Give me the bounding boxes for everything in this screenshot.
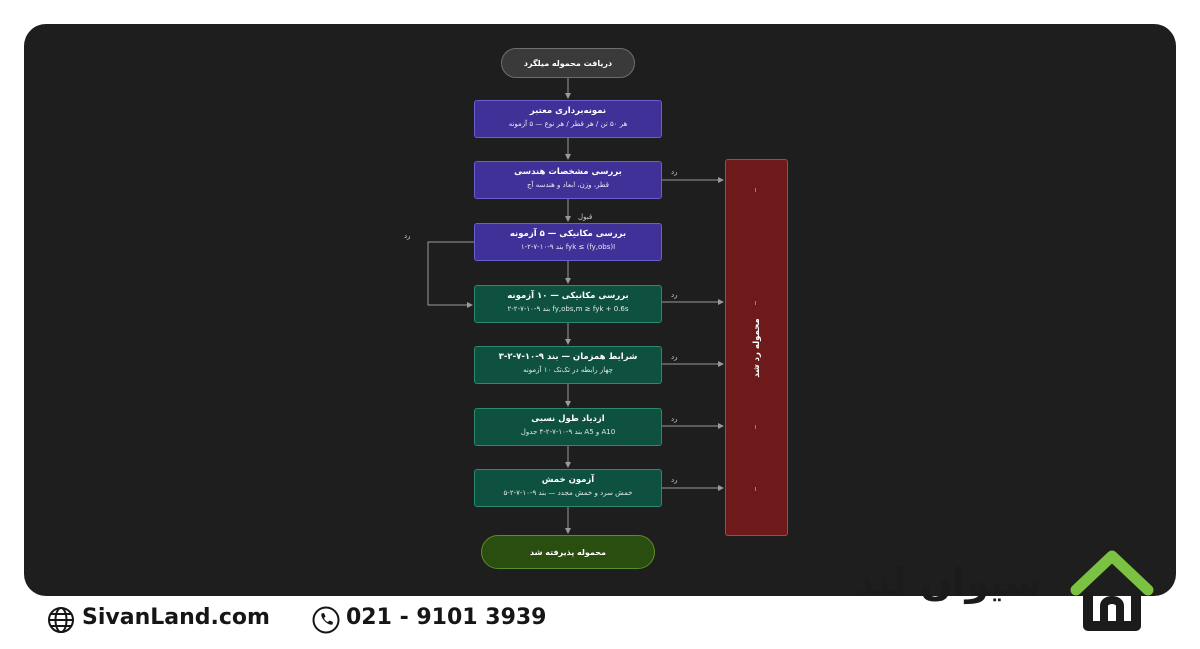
edge-label-reject: رد (404, 232, 411, 240)
step-subtitle: A10 و A5 بند ۹-۱۰-۷-۲-۴ جدول (520, 428, 616, 436)
step-subtitle: fyk ≤ (fy,obs)I بند ۹-۱۰-۷-۲-۱ (520, 243, 616, 251)
edge-label-reject: رد (671, 168, 678, 176)
step-title: بررسی مکانیکی — ۵ آزمونه (509, 229, 627, 239)
step-subtitle: چهار رابطه در تک‌تک ۱۰ آزمونه (523, 366, 613, 374)
step-subtitle: قطر، وزن، ابعاد و هندسه آج (527, 181, 609, 189)
connector-tick (755, 188, 756, 192)
step-title: ازدیاد طول نسبی (531, 414, 605, 424)
website-link[interactable]: SivanLand.com (82, 605, 270, 630)
connector-tick (755, 425, 756, 429)
step-mechanical-10: بررسی مکانیکی — ۱۰ آزمونه fy,obs,m ≥ fyk… (474, 285, 662, 323)
accepted-node: محموله پذیرفته شد (481, 535, 655, 569)
rejected-label: محموله رد شد (751, 317, 762, 378)
edge-label-reject: رد (671, 476, 678, 484)
phone-icon (312, 606, 340, 634)
step-subtitle: fy,obs,m ≥ fyk + 0.6s بند ۹-۱۰-۷-۲-۲ (507, 305, 629, 313)
step-title: آزمون خمش (541, 475, 595, 485)
connector-tick (755, 364, 756, 368)
step-subtitle: خمش سرد و خمش مجدد — بند ۹-۱۰-۷-۲-۵ (503, 489, 633, 497)
connector-tick (755, 301, 756, 305)
globe-icon (48, 607, 74, 633)
edge-label-reject: رد (671, 415, 678, 423)
step-elongation: ازدیاد طول نسبی A10 و A5 بند ۹-۱۰-۷-۲-۴ … (474, 408, 662, 446)
step-geometry-check: بررسی مشخصات هندسی قطر، وزن، ابعاد و هند… (474, 161, 662, 199)
step-title: بررسی مشخصات هندسی (514, 167, 622, 177)
step-sampling: نمونه‌برداری معتبر هر ۵۰ تن / هر قطر / ه… (474, 100, 662, 138)
step-mechanical-5: بررسی مکانیکی — ۵ آزمونه fyk ≤ (fy,obs)I… (474, 223, 662, 261)
start-node: دریافت محموله میلگرد (501, 48, 635, 78)
step-title: بررسی مکانیکی — ۱۰ آزمونه (507, 291, 629, 301)
step-title: نمونه‌برداری معتبر (529, 106, 607, 116)
edge-label-reject: رد (671, 353, 678, 361)
step-bend-test: آزمون خمش خمش سرد و خمش مجدد — بند ۹-۱۰-… (474, 469, 662, 507)
step-title: شرایط همزمان — بند ۹-۱۰-۷-۲-۳ (498, 352, 638, 362)
brand-logo-text: سیوان لند (855, 560, 1043, 604)
connector-tick (755, 487, 756, 491)
house-logo-icon (1070, 550, 1154, 631)
step-subtitle: هر ۵۰ تن / هر قطر / هر نوع — ۵ آزمونه (508, 120, 628, 128)
phone-number: 021 - 9101 3939 (346, 605, 547, 630)
edge-mech5-to-mech10-reject (427, 241, 474, 308)
rejected-node: محموله رد شد (725, 159, 788, 536)
step-simultaneous-conditions: شرایط همزمان — بند ۹-۱۰-۷-۲-۳ چهار رابطه… (474, 346, 662, 384)
edge-label-reject: رد (671, 291, 678, 299)
edge-label-accept: قبول (578, 213, 593, 221)
